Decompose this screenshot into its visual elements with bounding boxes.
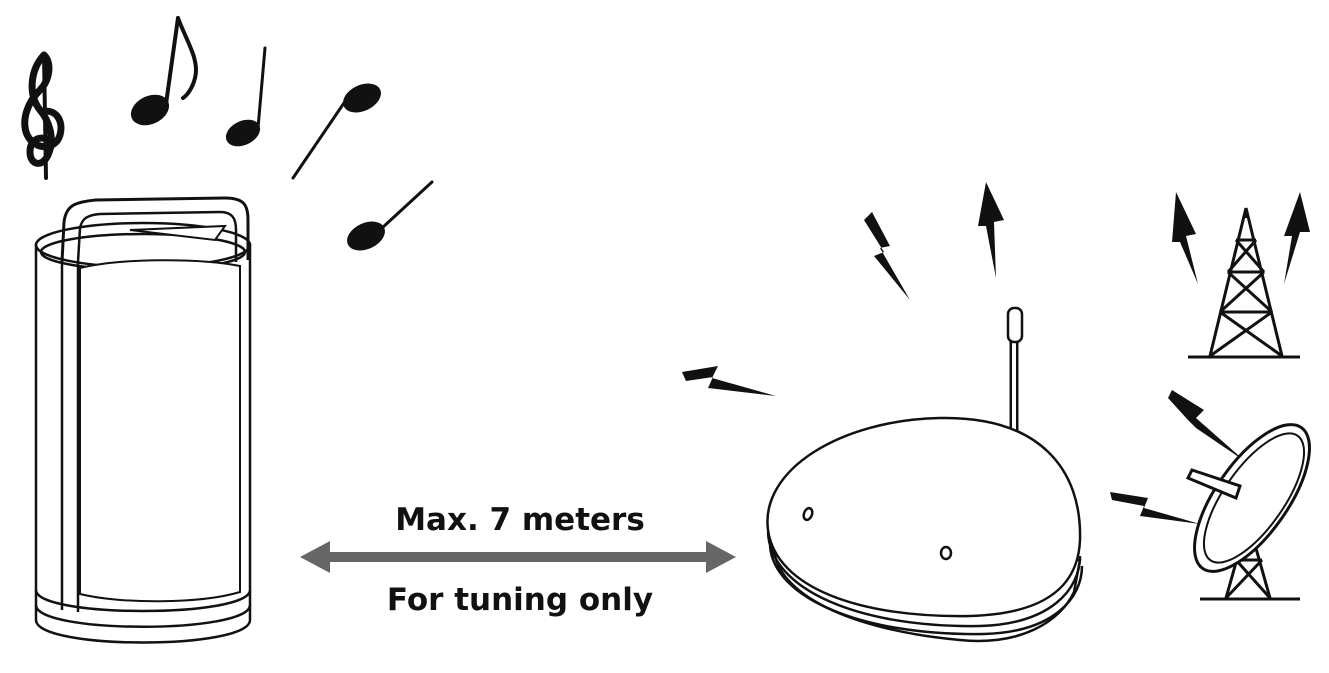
range-arrow [300, 541, 736, 573]
lightning-bolt-icon [1284, 192, 1310, 284]
radio-base-unit [766, 306, 1084, 643]
lightning-bolt-icon [1110, 492, 1200, 524]
speaker-unit [34, 196, 252, 644]
music-notes [21, 16, 434, 251]
lightning-bolts [682, 182, 1310, 524]
tuning-note-label: For tuning only [386, 582, 654, 618]
treble-clef-icon [21, 51, 65, 180]
quarter-note-icon [347, 180, 434, 251]
lightning-bolt-icon [682, 366, 776, 396]
lightning-bolt-icon [864, 212, 910, 300]
quarter-note-icon [225, 46, 267, 147]
radio-tower-icon [1188, 207, 1300, 359]
eighth-note-icon [130, 16, 198, 126]
lightning-bolt-icon [1172, 192, 1198, 284]
lightning-bolt-icon [978, 182, 1004, 278]
range-label: Max. 7 meters [395, 502, 645, 538]
satellite-dish-icon [1185, 423, 1311, 601]
quarter-note-icon [291, 83, 381, 180]
lightning-bolt-icon [1168, 390, 1246, 462]
